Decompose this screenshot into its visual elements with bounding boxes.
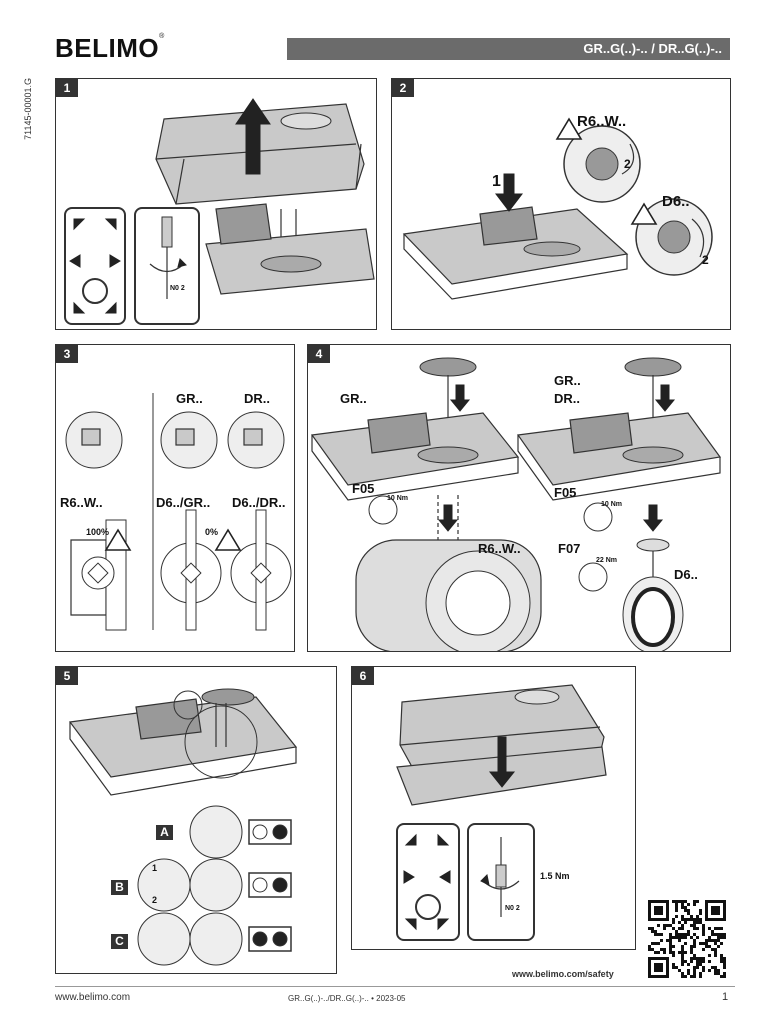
model-label-gr-right: GR.. (554, 373, 581, 388)
model-label-d6: D6.. (662, 193, 690, 210)
panel-step-1: 1 N0 2 (55, 78, 377, 330)
qr-code-graphic (648, 900, 726, 978)
torque-f05-right: 10 Nm (601, 501, 623, 508)
step-1-marker: 1 (492, 173, 501, 190)
rotation-direction-illustration (65, 393, 292, 631)
step-number: 2 (392, 79, 414, 97)
document-code: 71145-00001.G (23, 78, 33, 140)
torque-f07: 22 Nm (596, 557, 618, 564)
model-label-d6-gr: D6../GR.. (156, 495, 211, 510)
flange-label-f05-right: F05 (554, 485, 577, 500)
actuator-cover-removal-illustration (155, 98, 375, 295)
belimo-logo: BELIMO® (55, 33, 165, 63)
document-title-bar: GR..G(..)-.. / DR..G(..)-.. (287, 38, 730, 60)
screwdriver-size-label: N0 2 (505, 905, 520, 912)
safety-url-link[interactable]: www.belimo.com/safety (512, 969, 614, 979)
page-number: 1 (722, 991, 729, 1003)
manual-override-illustration (68, 688, 298, 966)
tightening-torque-label: 1.5 Nm (540, 871, 570, 881)
panel-step-3: 3 GR.. DR.. R6..W.. D6../GR.. D6../DR.. … (55, 344, 295, 652)
website-link[interactable]: www.belimo.com (55, 992, 131, 1003)
document-title: GR..G(..)-.. / DR..G(..)-.. (583, 41, 722, 56)
model-label-d6-dr: D6../DR.. (232, 495, 286, 510)
valve-label-r6w: R6..W.. (478, 541, 521, 556)
cover-screw-pattern (396, 823, 460, 941)
option-c-label: C (111, 934, 128, 949)
panel-step-4: 4 GR.. GR.. DR.. F05 F05 F07 10 Nm 10 (307, 344, 731, 652)
panel-step-5: 5 A B C 1 2 (55, 666, 337, 974)
cover-screw-pattern (64, 207, 126, 325)
option-b-label: B (111, 880, 128, 895)
screwdriver-size-label: N0 2 (170, 285, 185, 292)
actuator-cover-refit-illustration (396, 684, 607, 806)
option-b-step-2: 2 (152, 895, 158, 905)
torque-f05-left: 10 Nm (387, 495, 409, 502)
option-b-step-1: 1 (152, 863, 158, 873)
position-100-percent: 100% (86, 527, 110, 537)
option-a-label: A (156, 825, 173, 840)
step-2-marker-d6: 2 (702, 253, 709, 267)
step-2-marker-r6w: 2 (624, 157, 631, 171)
step-number: 6 (352, 667, 374, 685)
step-number: 4 (308, 345, 330, 363)
flange-label-f07: F07 (558, 541, 581, 556)
actuator-mounting-illustration (310, 357, 722, 651)
model-label-r6w: R6..W.. (60, 495, 103, 510)
valve-position-check-illustration (402, 117, 713, 300)
panel-step-2: 2 R6..W.. D6.. 1 2 2 (391, 78, 731, 330)
model-label-gr: GR.. (340, 391, 367, 406)
screwdriver-detail: N0 2 (467, 823, 535, 941)
panel-step-6: 6 N0 2 1.5 Nm (351, 666, 636, 950)
step-number: 5 (56, 667, 78, 685)
step-number: 3 (56, 345, 78, 363)
step-number: 1 (56, 79, 78, 97)
model-label-gr: GR.. (176, 391, 203, 406)
screwdriver-detail: N0 2 (134, 207, 200, 325)
document-id: GR..G(..)-../DR..G(..)-.. • 2023-05 (288, 994, 406, 1003)
position-0-percent: 0% (205, 527, 219, 537)
valve-label-d6: D6.. (674, 567, 698, 582)
model-label-dr-right: DR.. (554, 391, 580, 406)
flange-label-f05-left: F05 (352, 481, 375, 496)
model-label-r6w: R6..W.. (577, 113, 627, 130)
model-label-dr: DR.. (244, 391, 270, 406)
safety-qr-code[interactable] (648, 900, 726, 978)
footer-divider (55, 986, 735, 987)
